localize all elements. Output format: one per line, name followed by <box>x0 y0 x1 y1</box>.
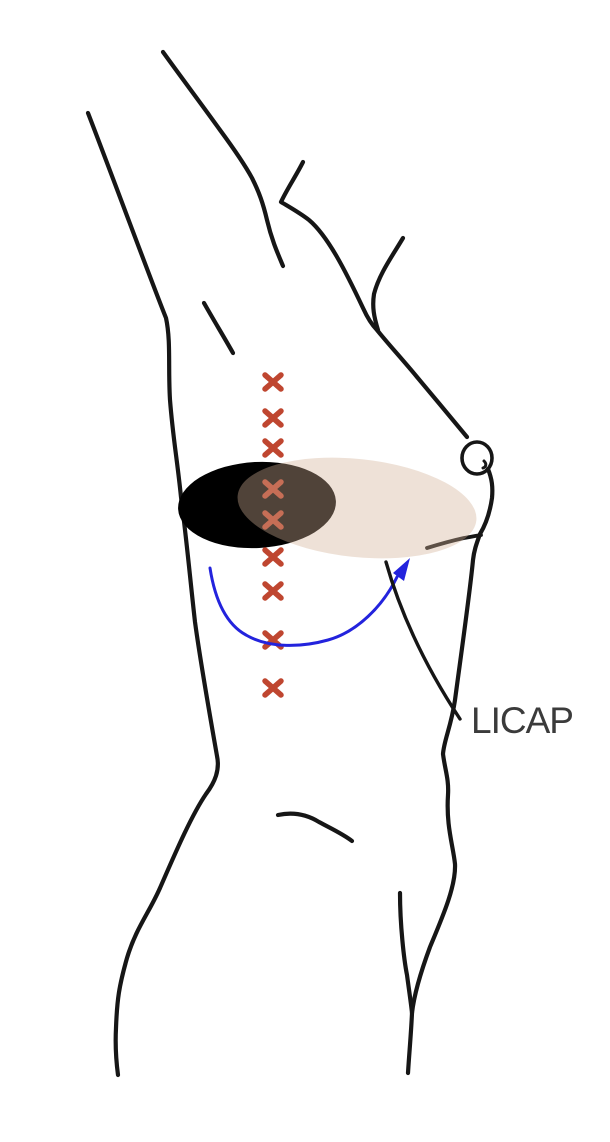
nipple-notch <box>481 459 488 470</box>
arm-front-line <box>160 49 286 269</box>
breast-upper-curve <box>371 235 406 333</box>
perforator-x-markers <box>262 372 284 698</box>
licap-pointer-line <box>384 560 462 721</box>
x-marker <box>262 372 284 392</box>
x-marker <box>262 581 284 601</box>
rotation-arrow-arc <box>208 566 399 647</box>
flap-ellipse-outline <box>178 461 336 549</box>
x-marker <box>262 510 284 530</box>
breast-shade-ellipse <box>237 457 477 559</box>
licap-label: LICAP <box>471 700 574 741</box>
axilla-chest-line <box>278 159 470 440</box>
x-marker <box>262 408 284 428</box>
body-outline <box>85 49 495 1078</box>
belly-crease-line <box>275 811 355 844</box>
inframammary-fold-line <box>425 533 483 550</box>
nipple-outline <box>460 440 494 476</box>
arm-back-line <box>85 110 220 1078</box>
rotation-arrow-head <box>393 558 410 581</box>
x-marker <box>262 547 284 567</box>
torso-front-line <box>405 466 495 1076</box>
thigh-line <box>397 890 415 1016</box>
scapula-sketch-line <box>201 300 236 356</box>
x-marker <box>262 479 284 499</box>
x-marker <box>262 678 284 698</box>
x-marker <box>262 438 284 458</box>
